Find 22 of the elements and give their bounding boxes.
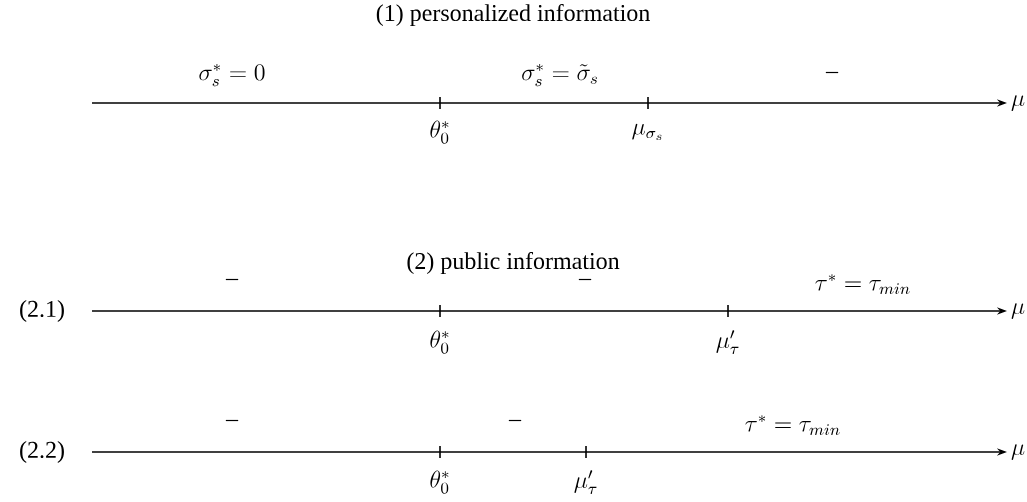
interval-label: $\sigma_s^* = 0$ (199, 63, 265, 87)
tick-label: $\theta_0^*$ (430, 120, 449, 144)
interval-label: – (225, 419, 239, 422)
axis-label: $\mu$ (1011, 303, 1025, 319)
tick-label: $\mu_{\sigma_s}$ (632, 123, 662, 141)
tick-label: $\mu'_\tau$ (716, 330, 739, 354)
row-label: (2.2) (20, 441, 64, 463)
row-label: (2.1) (20, 300, 64, 322)
heading: (1) personalized information (376, 4, 650, 26)
interval-label: $\tau^* = \tau_{min}$ (815, 274, 910, 295)
interval-label: $\tau^* = \tau_{min}$ (745, 415, 840, 436)
interval-label: – (578, 278, 592, 281)
interval-label: – (825, 71, 839, 74)
axis-label: $\mu$ (1011, 444, 1025, 460)
tick-label: $\mu'_\tau$ (574, 470, 597, 494)
interval-label: – (225, 278, 239, 281)
interval-label: $\sigma_s^* = \tilde{\sigma}_s$ (522, 63, 597, 87)
heading: (2) public information (407, 252, 620, 274)
axis-label: $\mu$ (1011, 95, 1025, 111)
interval-label: – (508, 419, 522, 422)
tick-label: $\theta_0^*$ (430, 330, 449, 354)
tick-label: $\theta_0^*$ (430, 470, 449, 494)
